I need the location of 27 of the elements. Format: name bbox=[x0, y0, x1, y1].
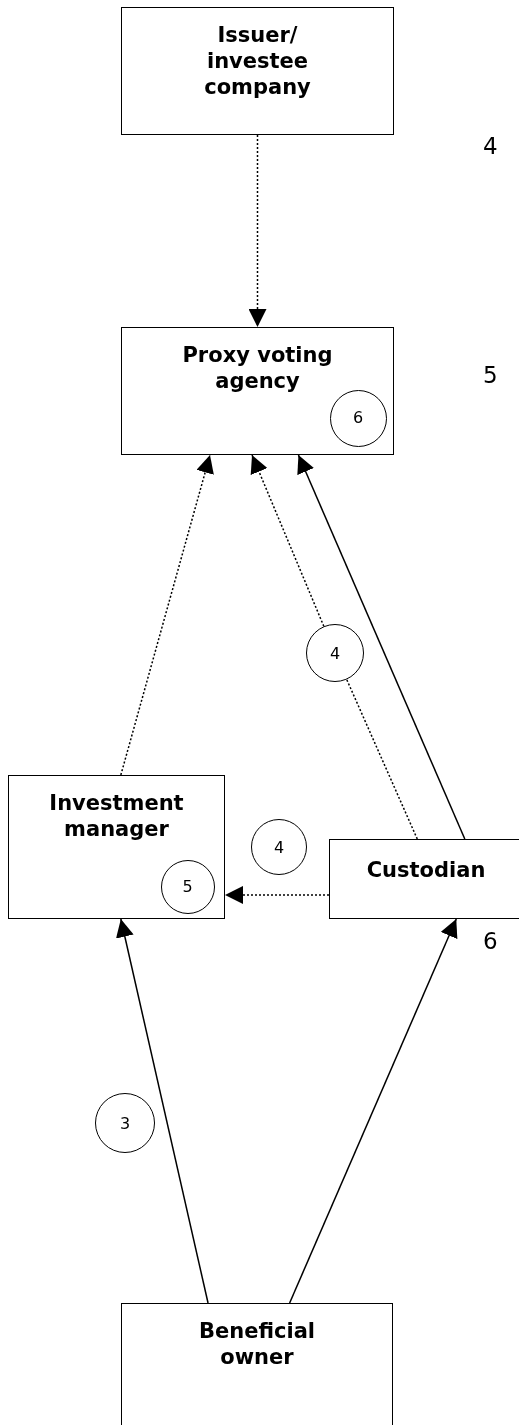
dotted-arrow bbox=[248, 134, 267, 328]
node-label: Investment manager bbox=[48, 790, 185, 842]
dotted-arrow bbox=[250, 454, 325, 627]
callout-number: 3 bbox=[119, 1113, 131, 1133]
number-circle bbox=[251, 819, 307, 875]
node-label: Issuer/ investee company bbox=[203, 22, 312, 100]
arrow bbox=[116, 918, 209, 1304]
step-number: 4 bbox=[483, 133, 498, 159]
node-label: Proxy voting agency bbox=[181, 342, 334, 394]
dotted-arrow bbox=[120, 454, 214, 776]
step-number: 6 bbox=[483, 928, 498, 954]
step-number: 5 bbox=[483, 362, 498, 388]
callout-number: 4 bbox=[329, 643, 341, 663]
callout-number: 4 bbox=[273, 837, 285, 857]
arrow bbox=[288, 918, 458, 1304]
number-circle bbox=[95, 1093, 155, 1153]
arrow bbox=[297, 454, 466, 840]
entity-box bbox=[8, 775, 225, 919]
callout-number: 5 bbox=[182, 875, 193, 898]
entity-box bbox=[121, 7, 394, 135]
entity-box bbox=[329, 839, 519, 919]
node-label: Beneficial owner bbox=[198, 1318, 316, 1370]
entity-box bbox=[121, 1303, 393, 1425]
entity-box bbox=[121, 327, 394, 455]
dotted-arrow bbox=[224, 885, 330, 904]
node-label: Custodian bbox=[365, 857, 487, 883]
callout-number: 6 bbox=[352, 407, 364, 429]
